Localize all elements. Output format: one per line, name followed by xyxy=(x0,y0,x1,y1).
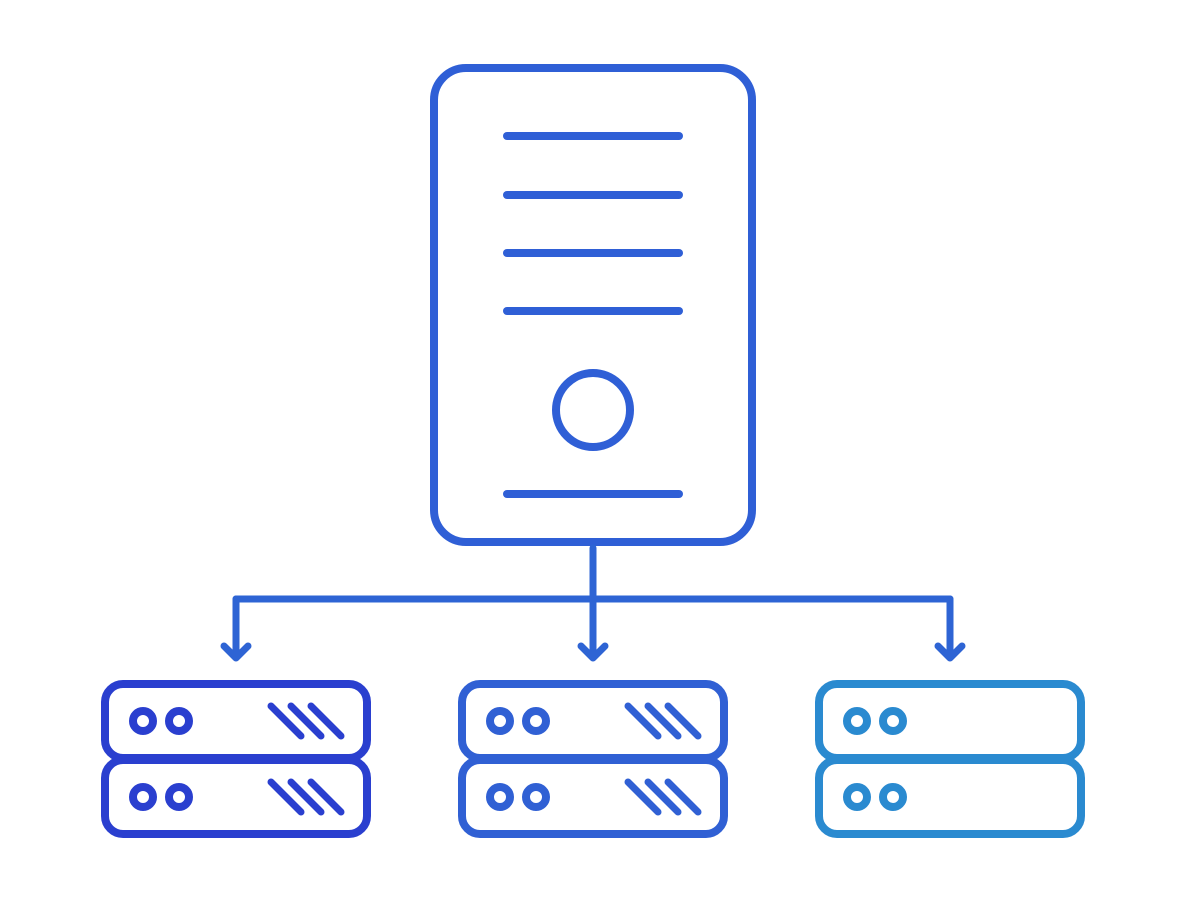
arrow-down-icon xyxy=(934,642,966,662)
vent-slash xyxy=(307,778,345,816)
status-led-icon xyxy=(165,783,193,811)
status-led-icon xyxy=(129,707,157,735)
status-led-icon xyxy=(486,783,514,811)
vent-slash xyxy=(287,778,325,816)
vent-slash xyxy=(287,702,325,740)
vent-slash xyxy=(267,778,305,816)
status-led-icon xyxy=(522,783,550,811)
status-led-icon xyxy=(129,783,157,811)
status-led-icon xyxy=(522,707,550,735)
vent-icon xyxy=(267,702,345,740)
vent-slash xyxy=(644,778,682,816)
server-rack-icon xyxy=(458,680,728,838)
connector-lines xyxy=(220,544,966,662)
rack-unit xyxy=(458,756,728,838)
power-button-icon xyxy=(552,369,634,451)
vent-slash xyxy=(664,702,702,740)
server-tower-icon xyxy=(430,64,756,546)
arrow-down-icon xyxy=(220,642,252,662)
vent-slash xyxy=(267,702,305,740)
rack-unit xyxy=(815,680,1085,762)
status-led-icon xyxy=(843,707,871,735)
status-led-icon xyxy=(879,783,907,811)
arrow-down-icon xyxy=(577,642,609,662)
server-rack-icon xyxy=(815,680,1085,838)
rack-unit xyxy=(101,756,371,838)
status-led-icon xyxy=(843,783,871,811)
status-led-icon xyxy=(165,707,193,735)
status-led-icon xyxy=(486,707,514,735)
vent-icon xyxy=(267,778,345,816)
server-rack-icon xyxy=(101,680,371,838)
server-rack-group xyxy=(101,680,1085,838)
vent-slash xyxy=(644,702,682,740)
status-led-icon xyxy=(879,707,907,735)
vent-icon xyxy=(624,778,702,816)
tower-body xyxy=(430,64,756,546)
vent-icon xyxy=(624,702,702,740)
vent-slash xyxy=(307,702,345,740)
vent-slash xyxy=(624,702,662,740)
vent-slash xyxy=(664,778,702,816)
rack-unit xyxy=(815,756,1085,838)
vent-slash xyxy=(624,778,662,816)
